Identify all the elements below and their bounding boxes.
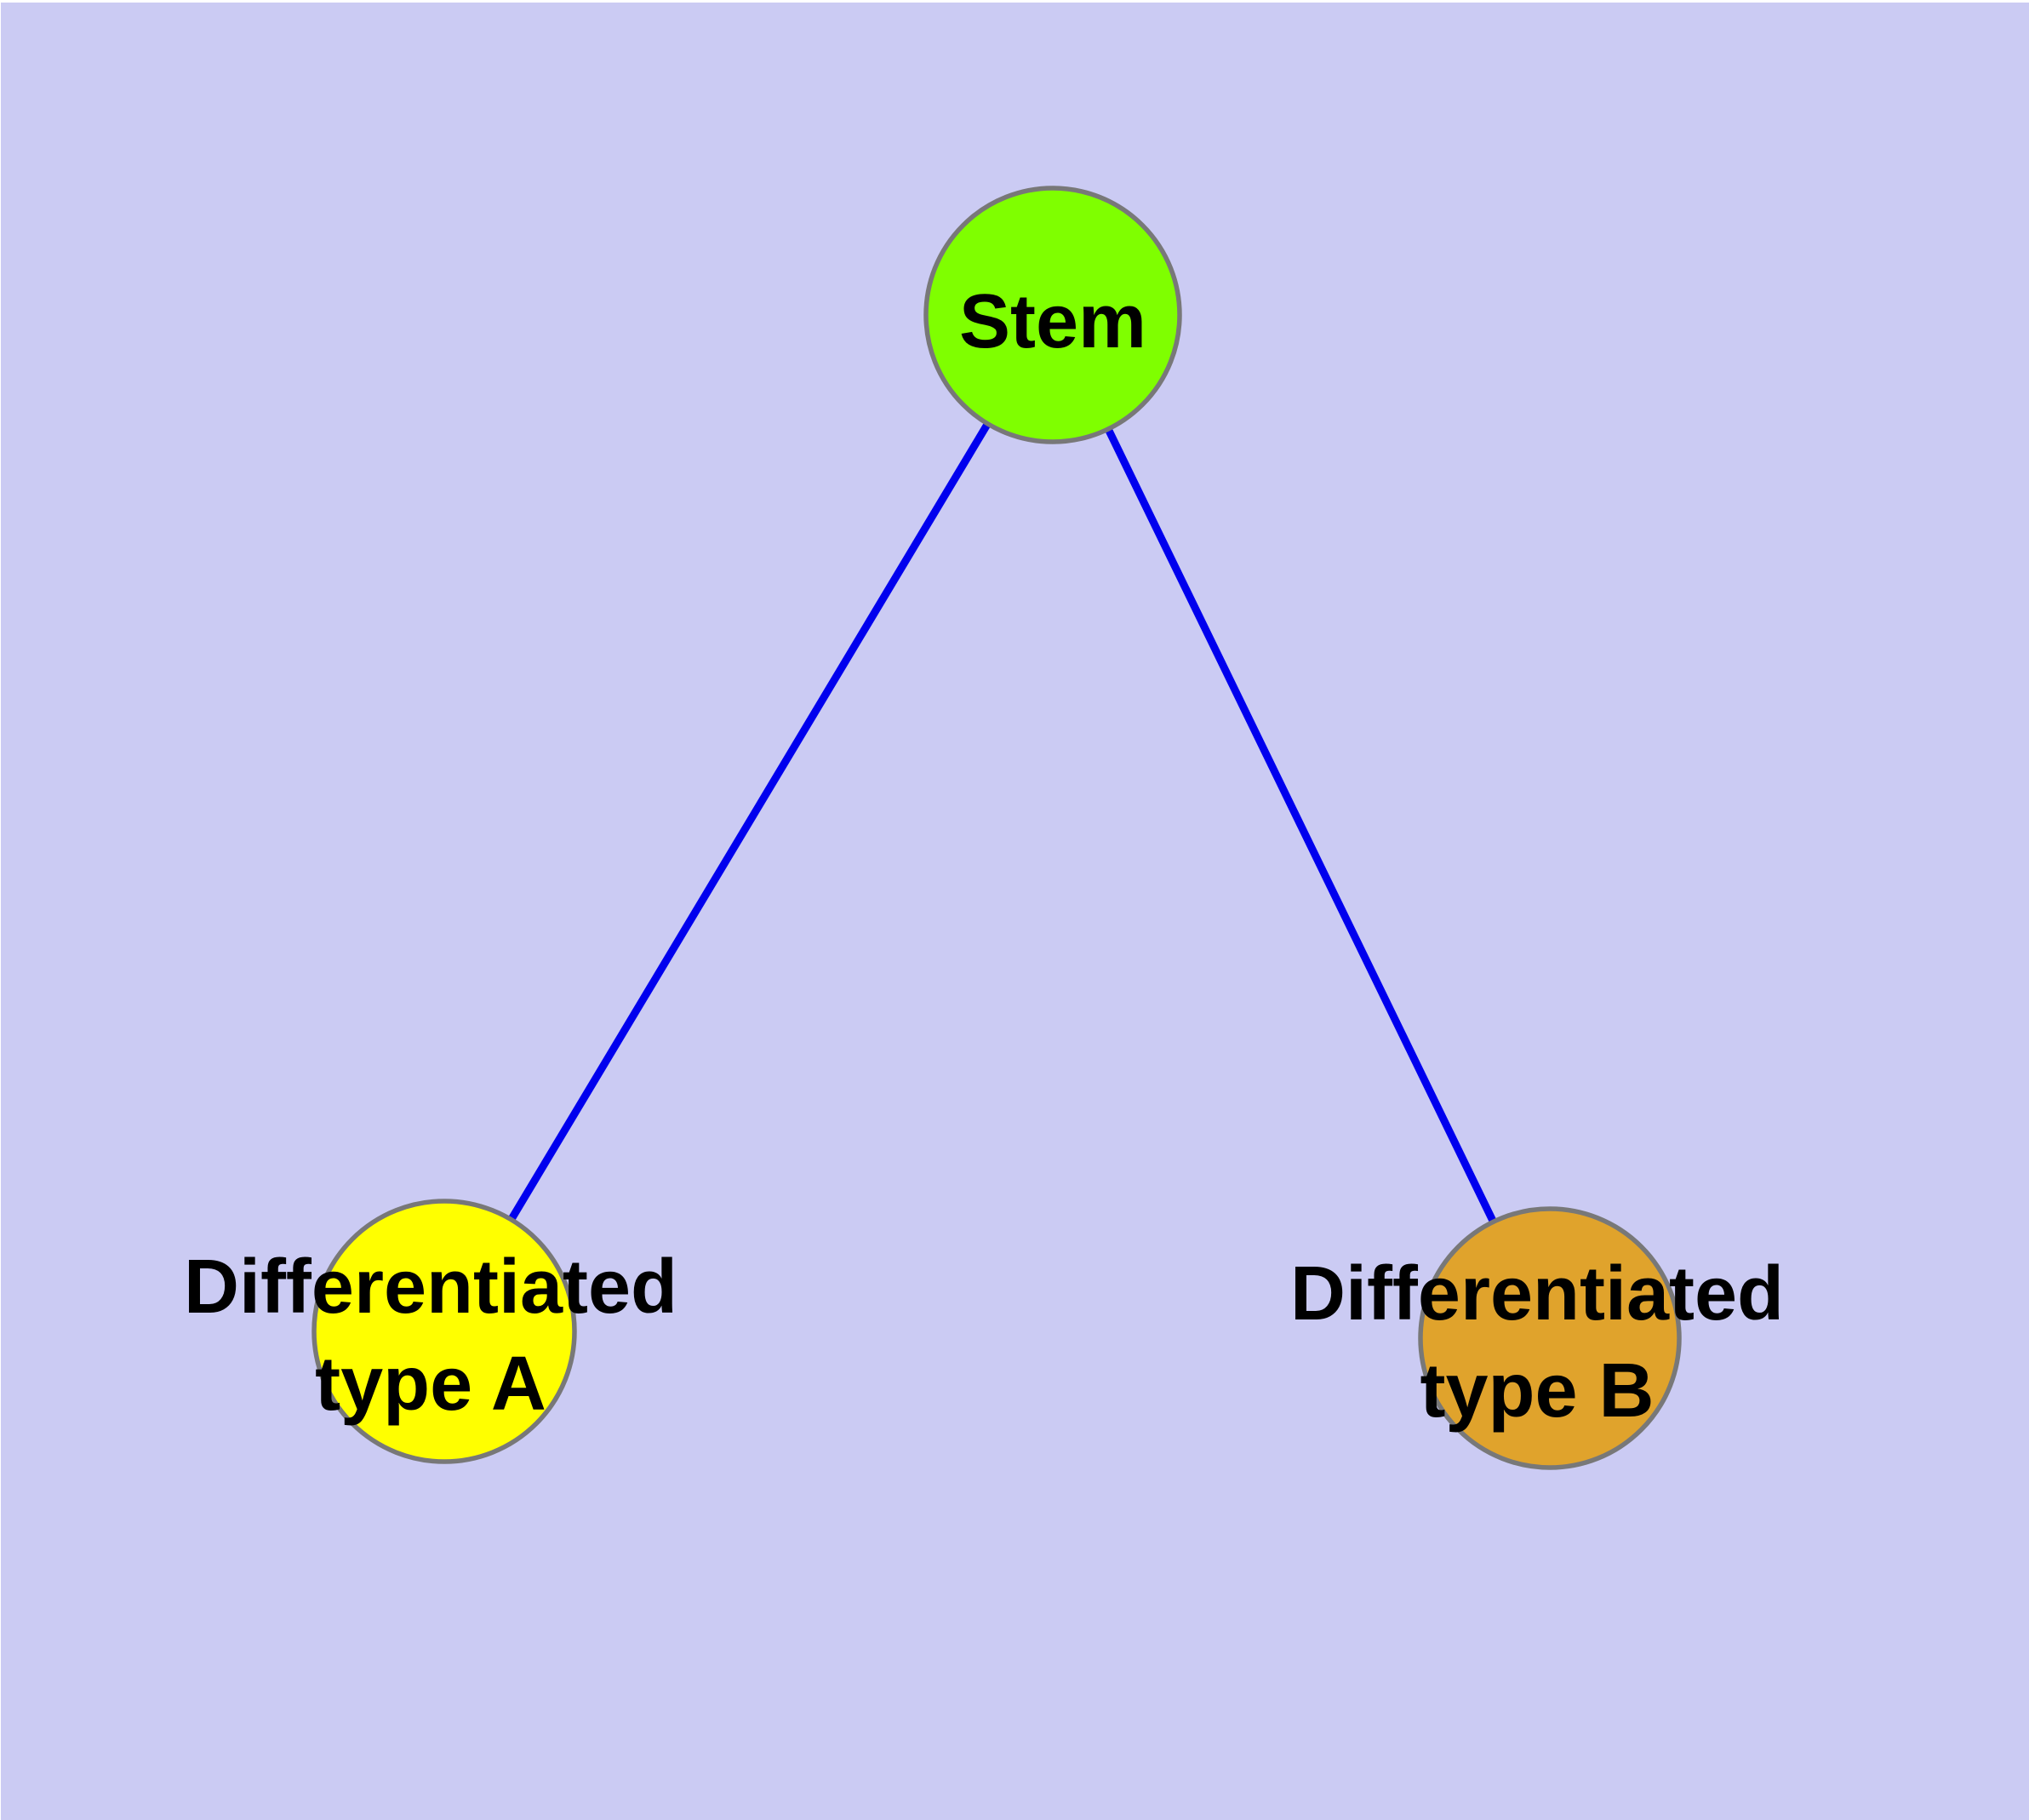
node-typeB: [1418, 1206, 1682, 1470]
edge-stem-typeB: [1049, 313, 1554, 1340]
edges-layer: [441, 312, 1554, 1340]
edge-stem-typeA: [441, 312, 1056, 1334]
node-label-stem: Stem: [959, 279, 1146, 364]
node-stem: [923, 186, 1182, 444]
node-typeA: [311, 1199, 577, 1464]
nodes-layer: [311, 186, 1682, 1470]
